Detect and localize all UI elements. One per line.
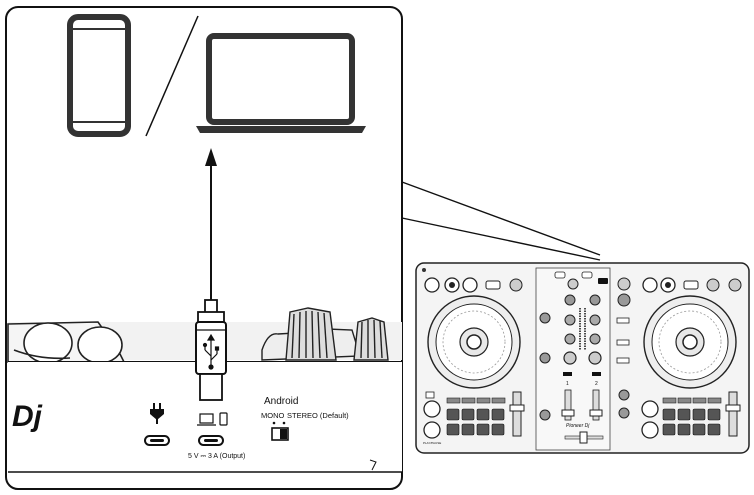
android-label: Android [264,396,298,407]
channel-2-fader[interactable] [592,389,600,421]
left-deck: PLAY/PAUSE [422,268,525,445]
controller-brand: Pioneer Dj [566,423,590,429]
stereo-label: STEREO (Default) [287,411,349,420]
output-label: 5 V ⎓ 3 A (Output) [188,453,245,460]
left-pad-mode-row [446,397,506,404]
or-divider [145,15,199,137]
channel-1-fader[interactable] [564,389,572,421]
left-tempo-slider[interactable] [512,391,522,437]
right-pads[interactable] [662,408,721,436]
power-plug-icon [150,403,164,424]
left-play-label: PLAY/PAUSE [423,441,441,445]
right-deck [641,277,742,439]
left-cue-button[interactable] [423,400,441,418]
device-mini-icons [197,412,228,426]
usb-cable-plug [195,299,227,401]
smartphone-icon [67,14,131,137]
right-play-button[interactable] [641,421,659,439]
mono-label: MONO [261,411,284,420]
right-cue-button[interactable] [641,400,659,418]
callout-lines [401,181,601,261]
right-tempo-slider[interactable] [728,391,738,437]
deck-2-number: 2 [595,381,598,387]
dj-logo: Dj [12,400,43,433]
panel-knobs [261,307,389,361]
usb-symbol-icon [202,333,220,370]
mixer: 1 2 Pioneer Dj [535,267,631,451]
deck-1-number: 1 [566,381,569,387]
left-pads[interactable] [446,408,505,436]
left-jog-edge [7,321,126,364]
left-play-button[interactable] [423,421,441,439]
laptop-icon [196,33,366,133]
mono-stereo-switch[interactable] [271,427,289,441]
arrow-up-icon [205,148,217,302]
right-pad-mode-row [662,397,722,404]
dj-controller: PLAY/PAUSE [415,262,750,454]
